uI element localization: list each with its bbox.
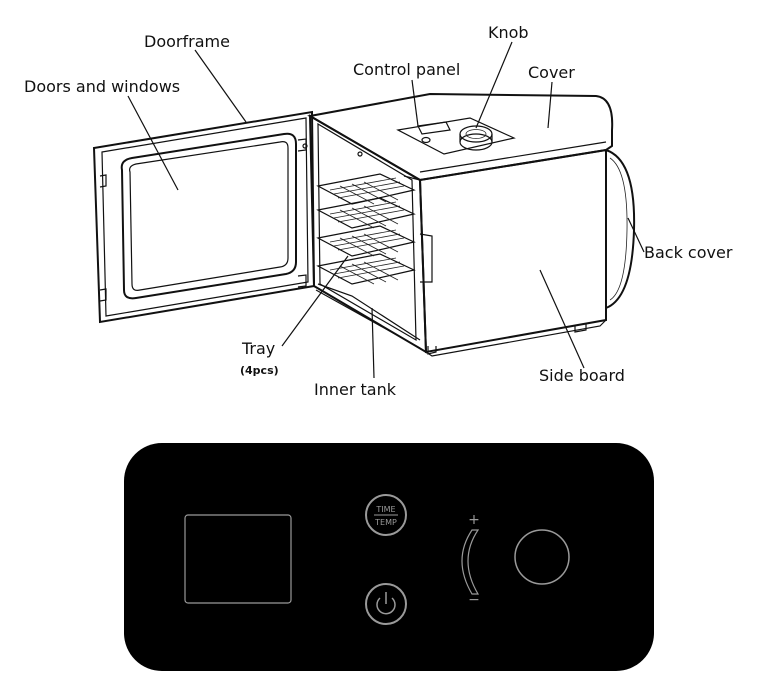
display-window (184, 514, 292, 604)
label-back-cover: Back cover (644, 243, 733, 262)
label-tray-count: (4pcs) (240, 364, 279, 377)
trays (316, 173, 416, 285)
cover (307, 92, 614, 182)
knob-dial[interactable] (514, 529, 570, 585)
label-cover: Cover (528, 63, 575, 82)
adjust-indicator: + − (461, 512, 480, 608)
label-control-panel: Control panel (353, 60, 460, 79)
time-temp-icon (365, 494, 407, 536)
temp-label: TEMP (374, 518, 397, 527)
adjust-arc (461, 529, 480, 595)
label-doors-windows: Doors and windows (24, 77, 180, 96)
power-icon (376, 592, 396, 615)
door (92, 110, 316, 324)
top-control-panel (396, 117, 516, 155)
label-tray: Tray (241, 339, 275, 358)
time-temp-button[interactable]: TIME TEMP (365, 494, 407, 536)
dehydrator-illustration (92, 92, 636, 357)
knob (459, 125, 493, 151)
time-label: TIME (375, 505, 395, 514)
door-window (120, 132, 297, 300)
leader-lines (127, 41, 645, 379)
panel-background (124, 443, 654, 671)
label-knob: Knob (488, 23, 529, 42)
power-button[interactable] (365, 583, 407, 625)
control-panel-closeup: TIME TEMP + − (124, 443, 654, 671)
label-side-board: Side board (539, 366, 625, 385)
inner-tank (317, 283, 421, 341)
front-frame (308, 114, 428, 354)
minus-sign: − (468, 592, 480, 608)
label-inner-tank: Inner tank (314, 380, 397, 399)
label-doorframe: Doorframe (144, 32, 230, 51)
side-board (418, 148, 607, 354)
plus-sign: + (468, 512, 480, 528)
